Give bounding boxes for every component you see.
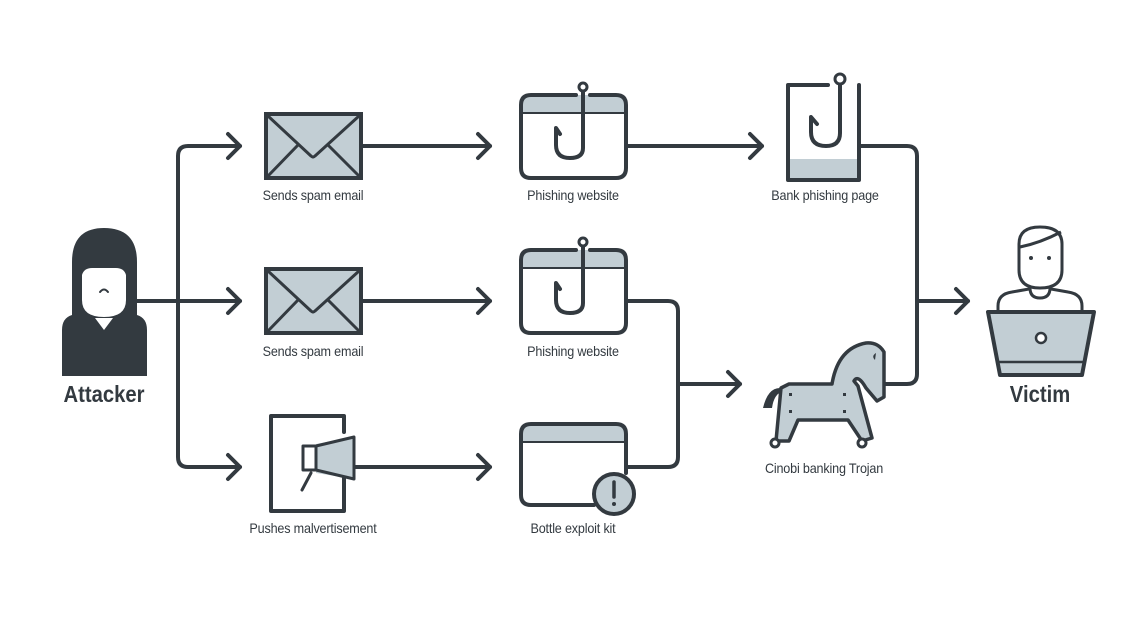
browser-hook-icon xyxy=(519,236,628,335)
arrowhead-bank xyxy=(748,132,764,160)
arrowhead-spam-1 xyxy=(226,132,242,160)
trojan-horse-icon xyxy=(763,341,886,449)
arrowhead-phishing-1 xyxy=(476,132,492,160)
bank-phishing-label: Bank phishing page xyxy=(771,187,879,203)
edge-bank-trojan-merge xyxy=(859,144,919,386)
arrowhead-exploit xyxy=(476,453,492,481)
connector-lines xyxy=(135,132,970,481)
envelope-icon xyxy=(264,267,363,335)
attacker-label: Attacker xyxy=(63,381,145,407)
envelope-icon xyxy=(264,112,363,180)
user-laptop-icon xyxy=(986,225,1096,377)
megaphone-icon xyxy=(269,414,356,513)
page-hook-icon xyxy=(786,72,861,182)
attacker-icon xyxy=(62,228,147,376)
spam-email-2-label: Sends spam email xyxy=(262,343,364,359)
phishing-website-2-label: Phishing website xyxy=(527,343,619,359)
exploit-kit-label: Bottle exploit kit xyxy=(530,520,616,536)
arrowhead-spam-2 xyxy=(226,287,242,315)
trojan-label: Cinobi banking Trojan xyxy=(764,460,884,476)
arrowhead-trojan xyxy=(726,370,742,398)
edge-phishing2-exploit-merge xyxy=(624,299,680,469)
arrowhead-malvert xyxy=(226,453,242,481)
victim-label: Victim xyxy=(1009,381,1071,407)
spam-email-1-label: Sends spam email xyxy=(262,187,364,203)
phishing-website-1-label: Phishing website xyxy=(527,187,619,203)
arrowhead-victim xyxy=(954,287,970,315)
malvertisement-label: Pushes malvertisement xyxy=(249,520,377,536)
arrowhead-phishing-2 xyxy=(476,287,492,315)
browser-hook-icon xyxy=(519,81,628,180)
edge-attacker-trunk xyxy=(176,144,242,469)
browser-warning-icon xyxy=(519,422,636,516)
